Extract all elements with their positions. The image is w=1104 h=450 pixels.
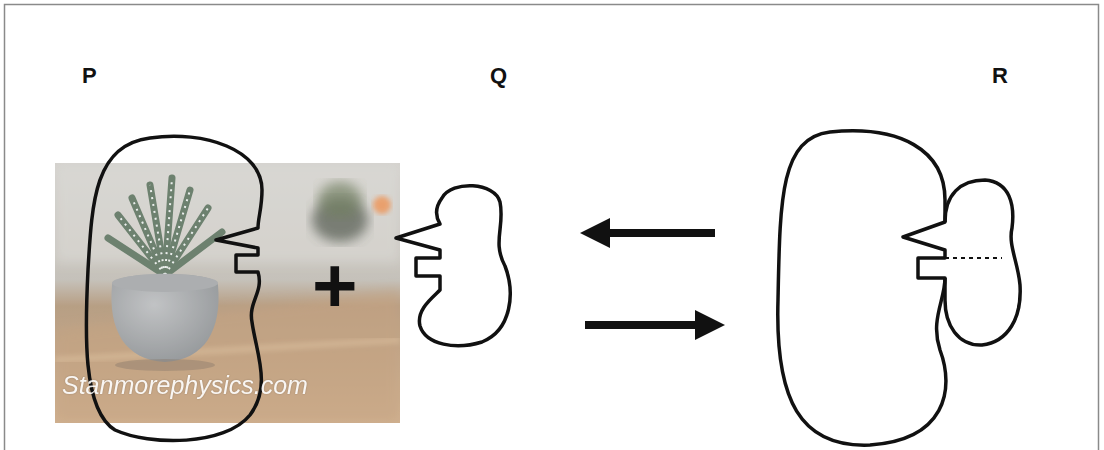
molecule-outline <box>770 55 1030 447</box>
watermark: Stanmorephysics.com <box>62 372 308 400</box>
arrow-head <box>580 218 610 248</box>
arrow-shaft <box>585 321 695 329</box>
outline-path <box>945 257 1002 259</box>
molecule-letter: R <box>992 63 1008 89</box>
molecule-letter: Q <box>490 63 507 89</box>
molecule-outline <box>390 55 520 355</box>
outline-path <box>945 180 1020 345</box>
arrow-head <box>695 310 725 340</box>
molecule-shape: R <box>770 55 1030 447</box>
molecule-shape: Q <box>390 55 520 355</box>
molecule-letter: P <box>82 63 97 89</box>
outline-path <box>396 186 510 346</box>
reaction-arrow <box>585 310 725 340</box>
arrow-shaft <box>610 229 715 237</box>
reaction-arrow <box>580 218 715 248</box>
outline-path <box>778 131 946 445</box>
plus-sign: + <box>312 246 358 324</box>
